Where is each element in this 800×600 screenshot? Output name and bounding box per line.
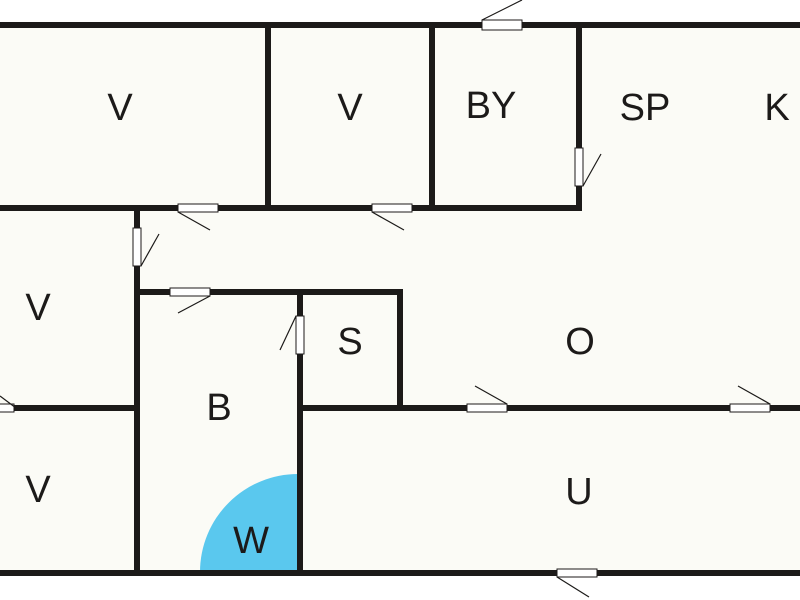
washer-marker-icon [200,474,298,572]
door-u-2 [729,403,771,413]
door-v4 [0,403,15,413]
door-u-1 [466,403,508,413]
room-label-v4: V [25,469,51,511]
door-s [295,315,305,355]
room-labels: V V BY SP K V S O B V U W [25,85,789,562]
room-label-u: U [565,471,592,513]
door-v2 [371,203,413,213]
room-label-v3: V [25,287,51,329]
door-v1 [177,203,219,213]
room-label-o: O [565,321,595,363]
door-by [574,147,584,187]
room-label-v1: V [107,87,133,129]
room-label-w: W [233,520,269,562]
room-label-b: B [206,387,231,429]
room-label-by: BY [466,85,517,127]
room-label-k: K [764,87,789,129]
door-v3 [132,227,142,267]
doors [0,0,771,598]
door-b [169,287,211,297]
room-label-s: S [337,321,362,363]
door-bottom-exit [556,568,598,578]
room-label-v2: V [337,87,363,129]
door-top-entrance [481,19,523,31]
room-label-sp: SP [620,87,671,129]
